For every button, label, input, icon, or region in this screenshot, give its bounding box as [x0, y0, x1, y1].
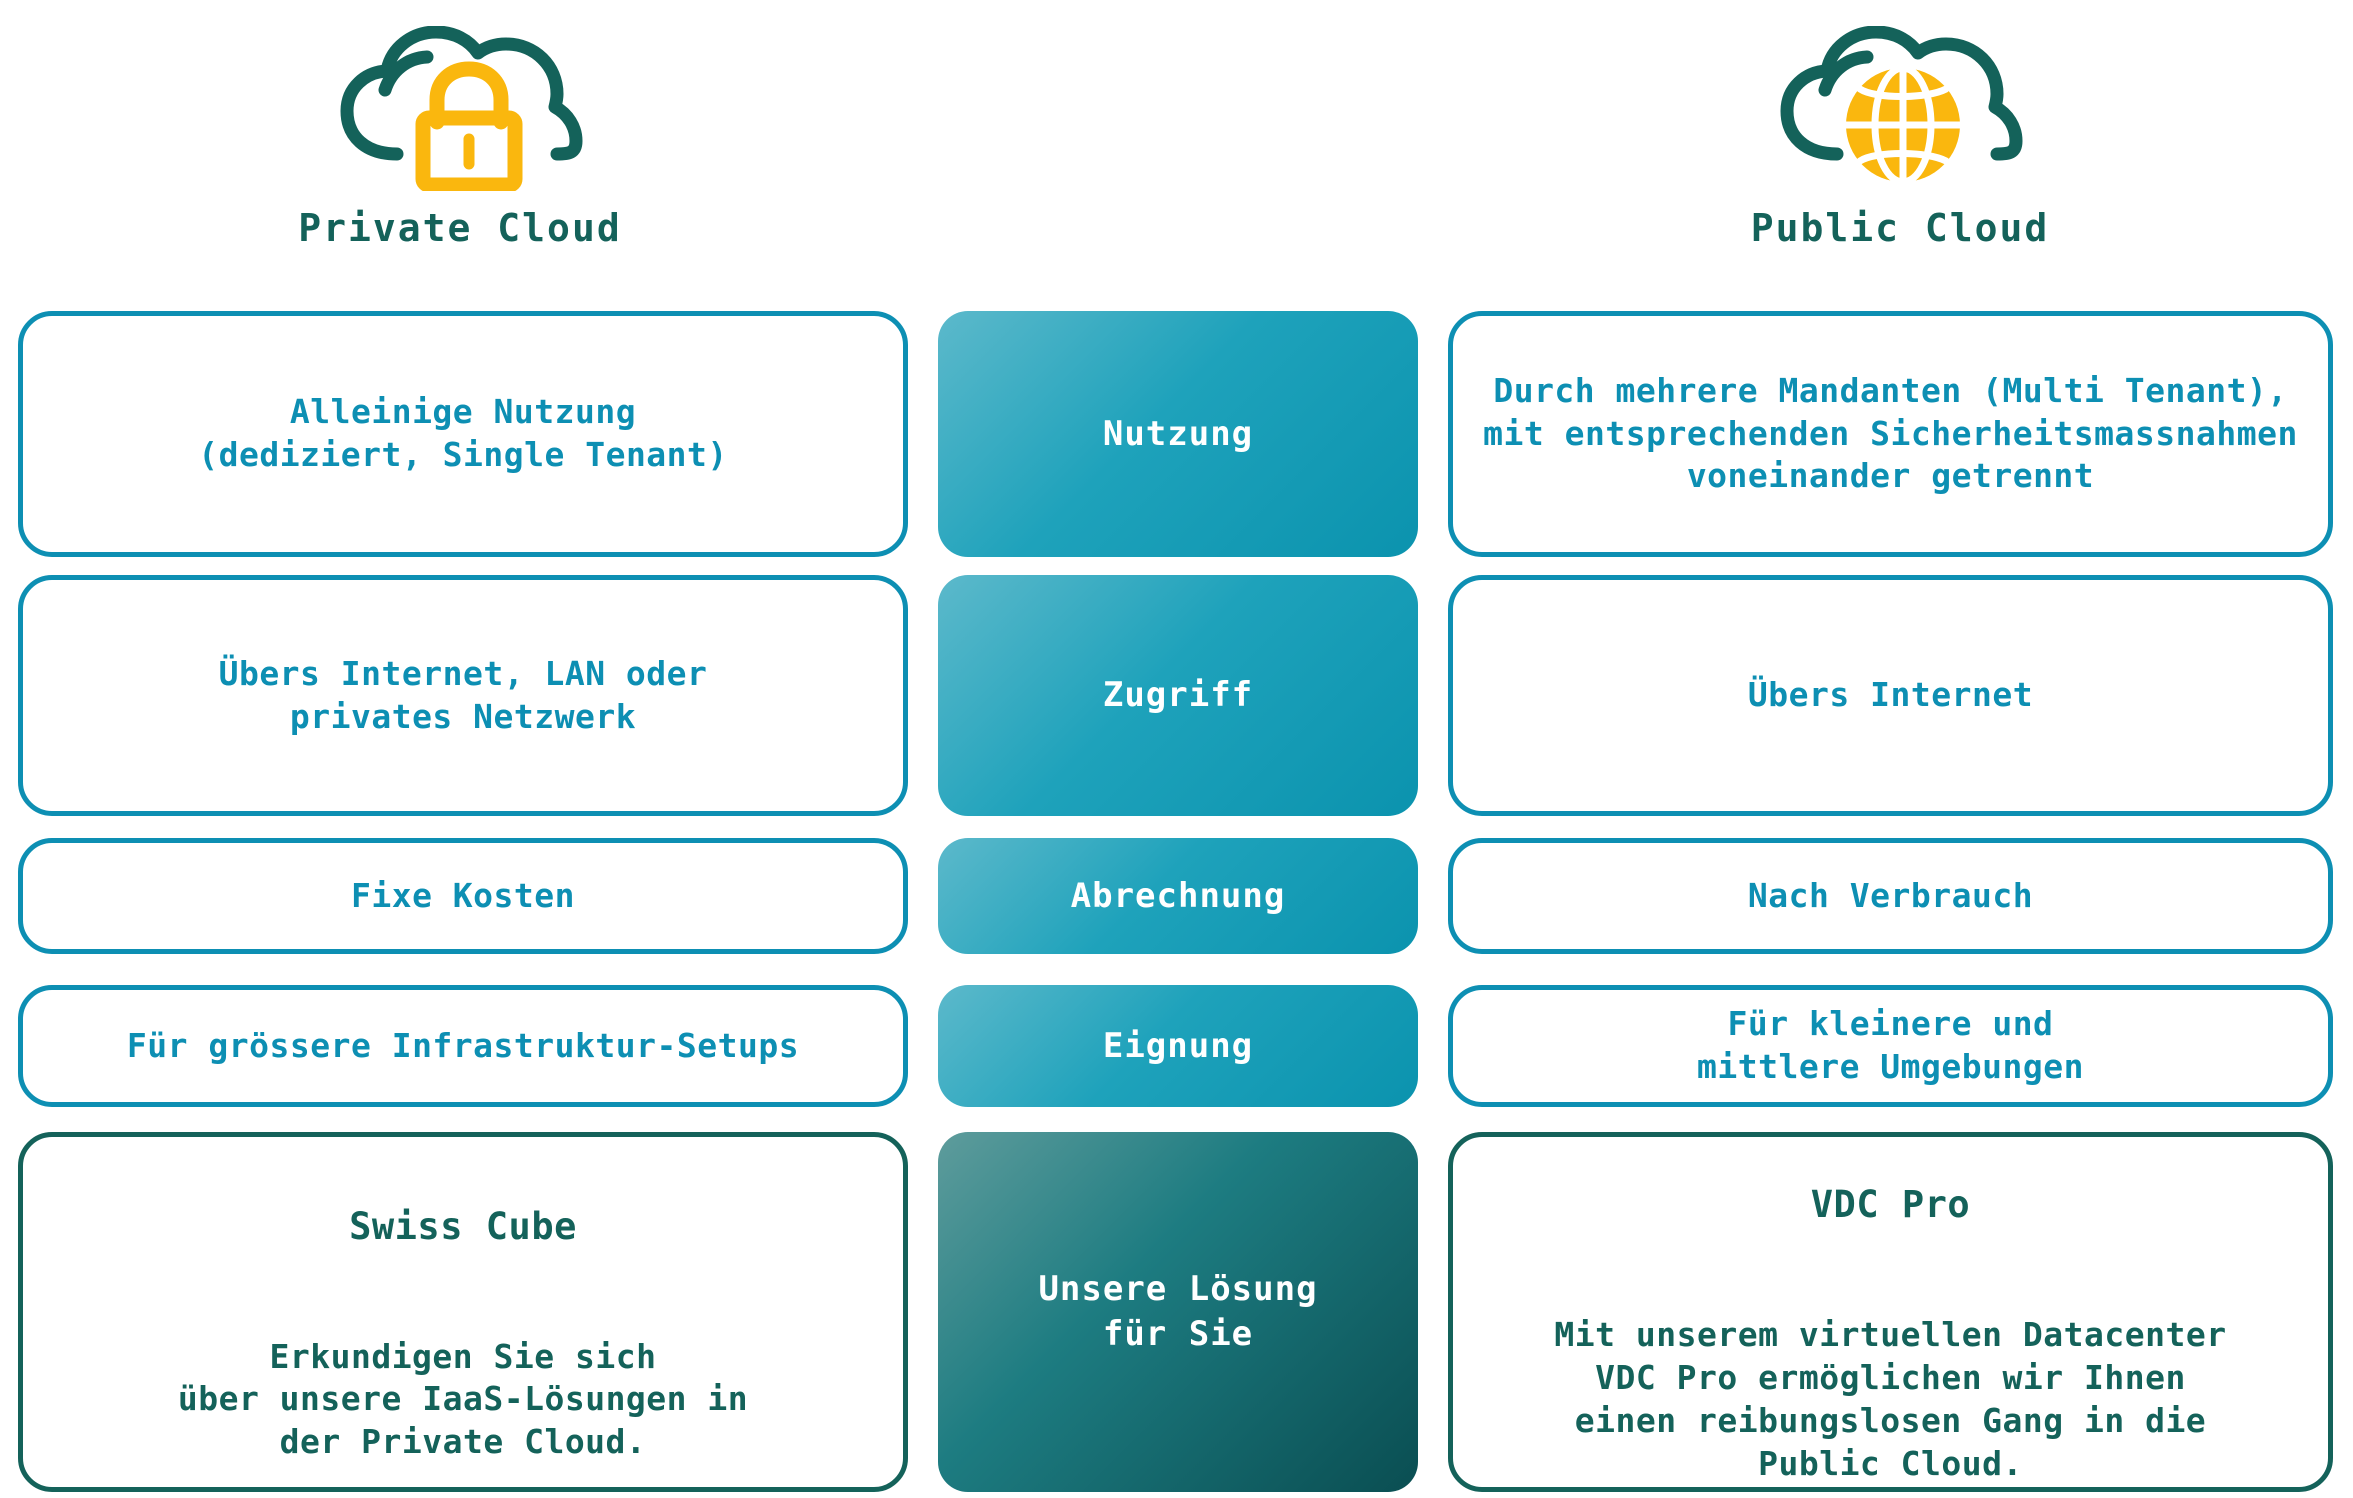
private-solution-text: Erkundigen Sie sich über unsere IaaS-Lös…: [177, 1336, 749, 1462]
public-cell-zugriff-text: Übers Internet: [1747, 675, 2034, 715]
criterion-label-eignung-text: Eignung: [1102, 1025, 1254, 1066]
cloud-globe-icon: [1765, 18, 2035, 198]
public-cell-zugriff: Übers Internet: [1448, 575, 2333, 816]
private-solution-heading: Swiss Cube: [349, 1204, 577, 1248]
criterion-label-solution: Unsere Lösung für Sie: [938, 1132, 1418, 1492]
private-cloud-title: Private Cloud: [298, 206, 622, 250]
criterion-label-nutzung: Nutzung: [938, 311, 1418, 557]
public-cell-eignung: Für kleinere und mittlere Umgebungen: [1448, 985, 2333, 1107]
public-solution-text: Mit unserem virtuellen Datacenter VDC Pr…: [1554, 1315, 2227, 1483]
private-cell-nutzung: Alleinige Nutzung (dediziert, Single Ten…: [18, 311, 908, 557]
private-cell-abrechnung: Fixe Kosten: [18, 838, 908, 954]
public-cell-solution-body: VDC Pro Mit unserem virtuellen Datacente…: [1528, 1138, 2252, 1485]
criterion-label-zugriff-text: Zugriff: [1102, 675, 1254, 716]
criterion-label-zugriff: Zugriff: [938, 575, 1418, 816]
criterion-label-solution-text: Unsere Lösung für Sie: [1038, 1269, 1318, 1354]
private-cell-zugriff: Übers Internet, LAN oder privates Netzwe…: [18, 575, 908, 816]
criterion-label-abrechnung-text: Abrechnung: [1070, 875, 1286, 916]
criterion-label-nutzung-text: Nutzung: [1102, 413, 1254, 454]
public-cell-nutzung: Durch mehrere Mandanten (Multi Tenant), …: [1448, 311, 2333, 557]
public-cell-abrechnung-text: Nach Verbrauch: [1747, 875, 2034, 915]
private-cell-nutzung-text: Alleinige Nutzung (dediziert, Single Ten…: [198, 392, 728, 474]
public-cell-eignung-text: Für kleinere und mittlere Umgebungen: [1697, 1004, 2084, 1086]
private-cloud-header: Private Cloud: [160, 0, 760, 290]
private-cell-solution: Swiss Cube Erkundigen Sie sich über unse…: [18, 1132, 908, 1492]
criterion-label-abrechnung: Abrechnung: [938, 838, 1418, 954]
public-cell-nutzung-text: Durch mehrere Mandanten (Multi Tenant), …: [1483, 370, 2298, 496]
private-cell-solution-body: Swiss Cube Erkundigen Sie sich über unse…: [152, 1160, 774, 1465]
public-cell-abrechnung: Nach Verbrauch: [1448, 838, 2333, 954]
private-cell-eignung-text: Für grössere Infrastruktur-Setups: [126, 1025, 800, 1065]
public-cloud-title: Public Cloud: [1750, 206, 2050, 250]
cloud-lock-icon: [325, 18, 595, 198]
private-cell-abrechnung-text: Fixe Kosten: [350, 875, 576, 915]
public-solution-heading: VDC Pro: [1810, 1183, 1971, 1227]
public-cloud-header: Public Cloud: [1600, 0, 2200, 290]
private-cell-zugriff-text: Übers Internet, LAN oder privates Netzwe…: [218, 653, 708, 736]
criterion-label-eignung: Eignung: [938, 985, 1418, 1107]
public-cell-solution: VDC Pro Mit unserem virtuellen Datacente…: [1448, 1132, 2333, 1492]
private-cell-eignung: Für grössere Infrastruktur-Setups: [18, 985, 908, 1107]
